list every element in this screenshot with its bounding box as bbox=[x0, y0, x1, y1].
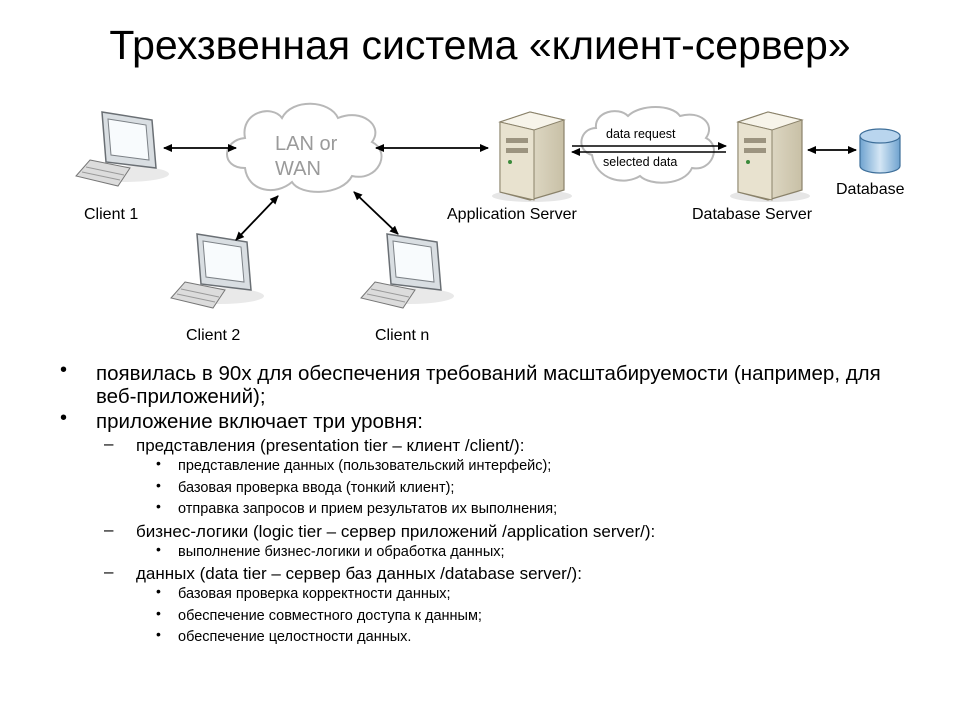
tier-label: представления (presentation tier – клиен… bbox=[136, 436, 525, 455]
network-label-line-2: WAN bbox=[275, 158, 321, 180]
application-server-label: Application Server bbox=[447, 206, 578, 223]
network-label-line-1: LAN or bbox=[275, 133, 338, 155]
bullet-tiers: • приложение включает три уровня: bbox=[60, 407, 920, 433]
database-server-label: Database Server bbox=[692, 206, 813, 223]
dash-icon: – bbox=[104, 434, 114, 453]
bullet-dot-icon: • bbox=[60, 359, 68, 381]
tier-logic: – бизнес-логики (logic tier – сервер при… bbox=[60, 519, 920, 542]
bullet-dot-icon: • bbox=[156, 498, 161, 514]
bullet-text: появилась в 90х для обеспечения требован… bbox=[96, 362, 881, 408]
client-2-label: Client 2 bbox=[186, 327, 240, 344]
tier-item: • обеспечение целостности данных. bbox=[60, 626, 920, 649]
tier-data: – данных (data tier – сервер баз данных … bbox=[60, 562, 920, 584]
client-n-label: Client n bbox=[375, 327, 429, 344]
data-exchange-cloud-icon bbox=[580, 106, 715, 184]
database-icon bbox=[859, 128, 901, 174]
dash-icon: – bbox=[104, 562, 114, 581]
tier-item-text: выполнение бизнес-логики и обработка дан… bbox=[178, 543, 505, 560]
client-n-computer-icon bbox=[360, 233, 454, 309]
tier-item: • обеспечение совместного доступа к данны… bbox=[60, 604, 920, 628]
tier-item-text: представление данных (пользовательский и… bbox=[178, 458, 552, 474]
bullet-text: приложение включает три уровня: bbox=[96, 410, 423, 433]
bullet-origin: • появилась в 90х для обеспечения требов… bbox=[60, 359, 920, 408]
selected-data-label: selected data bbox=[603, 155, 677, 169]
tier-item-text: обеспечение целостности данных. bbox=[178, 629, 412, 645]
page-title: Трехзвенная система «клиент-сервер» bbox=[109, 22, 851, 68]
bullet-dot-icon: • bbox=[156, 604, 161, 621]
client-1-computer-icon bbox=[75, 111, 169, 187]
tier-item: • отправка запросов и прием результатов и… bbox=[60, 498, 920, 521]
client-1-label: Client 1 bbox=[84, 206, 138, 223]
bullet-dot-icon: • bbox=[156, 455, 161, 471]
tier-item-text: обеспечение совместного доступа к данным… bbox=[178, 607, 482, 624]
bullet-dot-icon: • bbox=[156, 476, 161, 493]
tier-item-text: базовая проверка корректности данных; bbox=[178, 586, 451, 602]
bullet-dot-icon: • bbox=[156, 583, 161, 599]
tier-item: • базовая проверка корректности данных; bbox=[60, 583, 920, 606]
database-label: Database bbox=[836, 181, 905, 198]
tier-item-text: базовая проверка ввода (тонкий клиент); bbox=[178, 479, 455, 496]
tier-item-text: отправка запросов и прием результатов их… bbox=[178, 501, 558, 517]
client-2-network-arrow bbox=[235, 195, 279, 241]
bullet-dot-icon: • bbox=[156, 540, 161, 557]
bullet-dot-icon: • bbox=[156, 626, 161, 642]
database-server-icon bbox=[730, 111, 810, 202]
application-server-icon bbox=[492, 111, 572, 202]
network-cloud-icon bbox=[226, 102, 383, 193]
tier-item: • выполнение бизнес-логики и обработка да… bbox=[60, 540, 920, 564]
dash-icon: – bbox=[104, 519, 114, 539]
tier-label: бизнес-логики (logic tier – сервер прило… bbox=[136, 521, 656, 541]
tier-item: • базовая проверка ввода (тонкий клиент); bbox=[60, 476, 920, 500]
bullet-list: • появилась в 90х для обеспечения требов… bbox=[60, 359, 920, 649]
tier-item: • представление данных (пользовательский … bbox=[60, 455, 920, 478]
architecture-diagram: Client 1 Client 2 Client n LAN or WAN da… bbox=[75, 102, 905, 344]
data-request-label: data request bbox=[606, 127, 676, 141]
bullet-dot-icon: • bbox=[60, 407, 68, 429]
tier-label: данных (data tier – сервер баз данных /d… bbox=[136, 564, 582, 583]
tier-presentation: – представления (presentation tier – кли… bbox=[60, 434, 920, 456]
client-n-network-arrow bbox=[353, 191, 399, 235]
client-2-computer-icon bbox=[170, 233, 264, 309]
